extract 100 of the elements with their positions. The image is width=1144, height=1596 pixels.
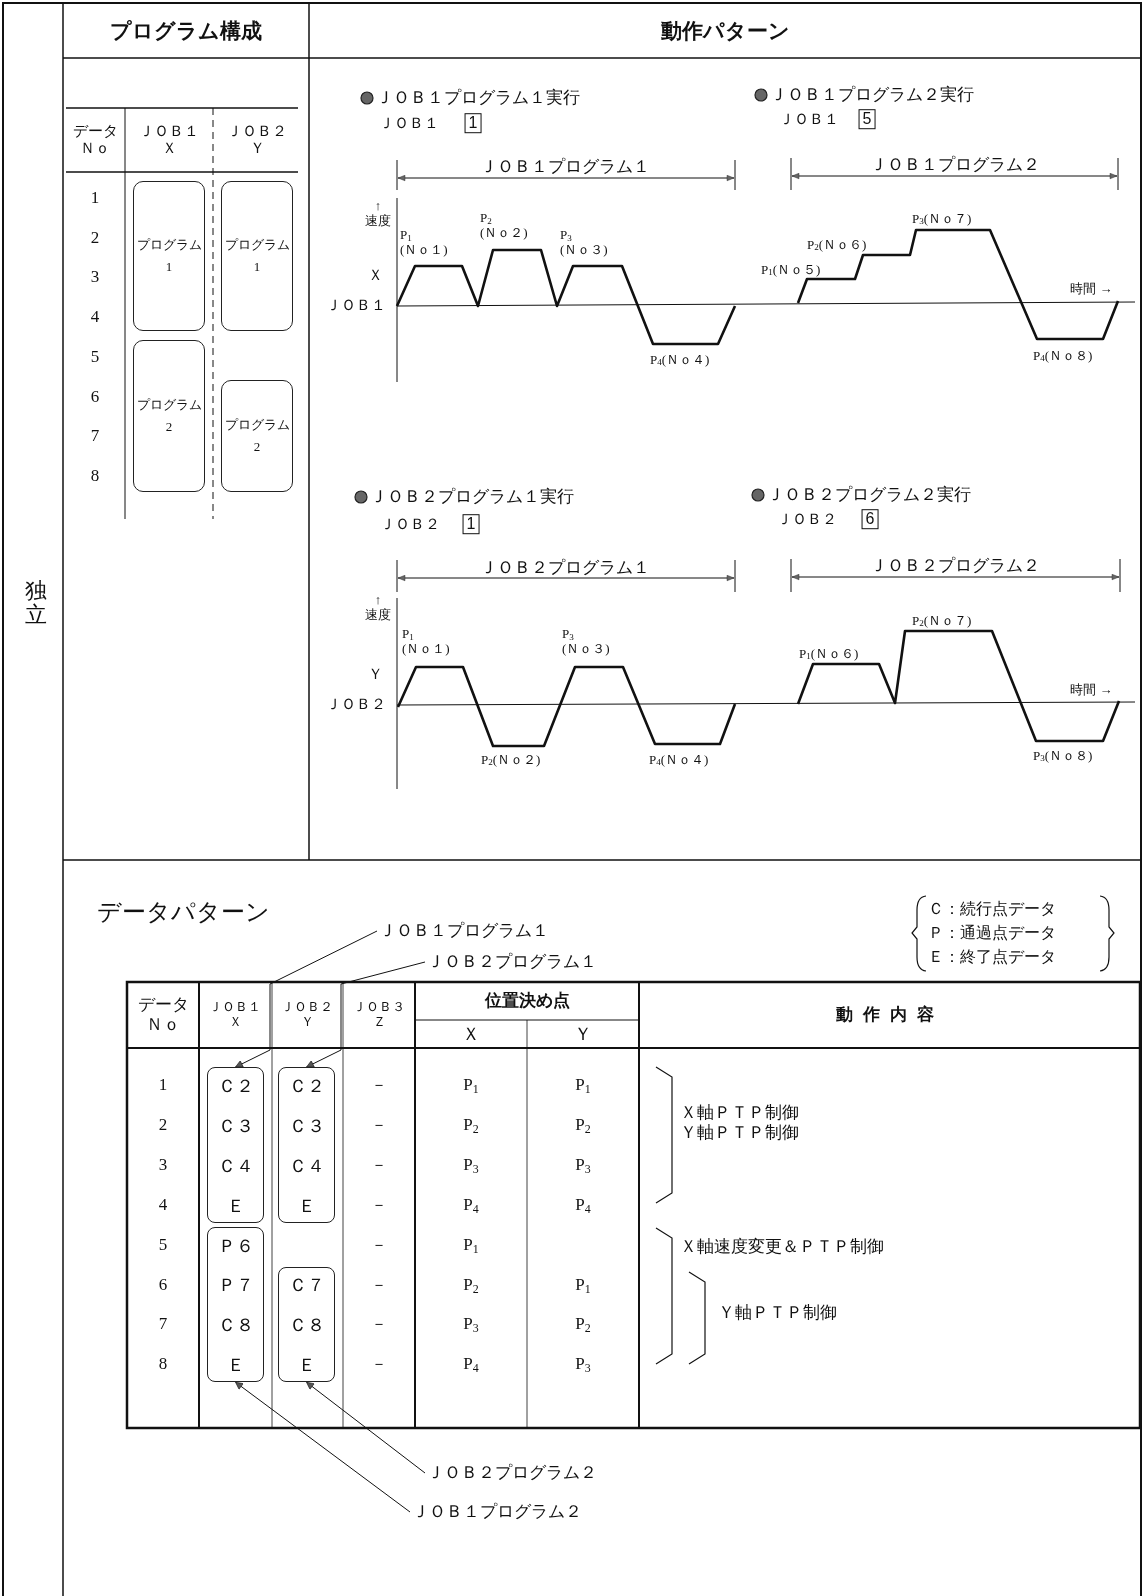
dimension-label: ＪＯＢ２プログラム１	[480, 558, 650, 578]
program-box	[221, 181, 293, 331]
data-group-box	[278, 1266, 335, 1383]
legend-note: Ｅ：終了点データ	[928, 947, 1056, 967]
table-cell-text: Ｅ	[297, 1354, 316, 1378]
table-cell: P$_{2}$	[463, 1115, 479, 1135]
box-label: プログラム1	[135, 235, 203, 276]
chart-title: ＪＯＢ１プログラム１実行	[376, 88, 580, 108]
leader-line	[306, 961, 426, 1068]
table-header: ＪＯＢ２Ｙ	[280, 1000, 334, 1030]
leader-line	[235, 930, 378, 1068]
table-cell-text: Ｃ３	[217, 1114, 254, 1138]
row-number: 7	[90, 426, 100, 446]
table-cell: －	[371, 1235, 387, 1254]
table-cell: －	[371, 1075, 387, 1095]
row-number: 2	[158, 1115, 168, 1135]
table-header: ＪＯＢ１Ｘ	[208, 1000, 262, 1030]
point-label: P$_{3}$(Ｎｏ８)	[1033, 748, 1093, 764]
axis-label: ＪＯＢ１	[326, 297, 386, 315]
job-label: ＪＯＢ１	[779, 111, 839, 129]
dimension-label: ＪＯＢ１プログラム１	[480, 157, 650, 177]
row-number: 5	[90, 347, 100, 367]
leader-line	[235, 1381, 411, 1513]
table-cell: P$_{3}$	[575, 1155, 591, 1175]
point-label: P$_{3}$ (Ｎｏ３)	[560, 228, 609, 258]
axis-label: ↑ 速度	[364, 199, 392, 229]
row-number: 3	[90, 267, 100, 288]
table-cell: P$_{4}$	[463, 1194, 479, 1215]
row-number: 3	[158, 1155, 168, 1175]
point-label: P$_{2}$(Ｎｏ７)	[912, 613, 972, 629]
program-box	[133, 340, 205, 492]
data-group-box	[207, 1226, 264, 1383]
description: Ｘ軸ＰＴＰ制御Ｙ軸ＰＴＰ制御	[680, 1103, 800, 1143]
row-number: 2	[90, 227, 100, 248]
dimension-label: ＪＯＢ１プログラム２	[870, 155, 1040, 175]
table-cell-text: Ｃ７	[288, 1274, 325, 1298]
leader-label: ＪＯＢ１プログラム２	[412, 1501, 582, 1523]
box-label: プログラム2	[135, 395, 203, 436]
table-cell: －	[371, 1355, 387, 1374]
row-number: 8	[90, 466, 100, 486]
table-cell: P$_{2}$	[463, 1274, 479, 1295]
table-cell: －	[371, 1115, 387, 1135]
point-label: P$_{1}$ (Ｎｏ１)	[400, 228, 449, 258]
description: Ｙ軸ＰＴＰ制御	[718, 1303, 837, 1323]
point-label: P$_{2}$(Ｎｏ６)	[807, 237, 867, 253]
axis-label: ↑ 速度	[364, 593, 392, 623]
data-group-box	[207, 1067, 264, 1223]
table-cell-text: Ｃ８	[288, 1314, 325, 1338]
table-cell: P$_{3}$	[463, 1155, 479, 1175]
table-cell-text: Ｅ	[226, 1354, 245, 1378]
table-cell: －	[371, 1275, 387, 1294]
axis-label: Ｙ	[367, 666, 383, 684]
section-heading: データパターン	[97, 898, 270, 926]
legend-note: Ｐ：通過点データ	[928, 923, 1056, 943]
point-label: P$_{1}$(Ｎｏ５)	[761, 262, 821, 278]
table-cell-text: Ｃ２	[217, 1075, 254, 1098]
leader-line	[306, 1381, 426, 1474]
table-cell-text: Ｃ４	[217, 1154, 254, 1178]
data-group-box	[278, 1067, 335, 1223]
row-number: 6	[90, 386, 100, 407]
table-header: ＪＯＢ３Ｚ	[352, 1000, 406, 1030]
description: Ｘ軸速度変更＆ＰＴＰ制御	[680, 1237, 884, 1257]
point-label: P$_{3}$(Ｎｏ７)	[912, 211, 972, 227]
row-number: 1	[90, 188, 100, 208]
table-header: Ｙ	[574, 1023, 592, 1045]
table-cell-text: Ｅ	[297, 1194, 316, 1218]
column-heading: 動作パターン	[660, 18, 790, 44]
table-header: Ｘ	[462, 1023, 480, 1045]
dimension-label: ＪＯＢ２プログラム２	[870, 556, 1040, 576]
table-cell-text: Ｃ２	[288, 1075, 325, 1098]
table-header: データＮｏ	[136, 995, 190, 1035]
point-label: P$_{3}$ (Ｎｏ３)	[562, 627, 611, 657]
axis-label: 時間 →	[1070, 281, 1113, 297]
table-cell: －	[371, 1315, 387, 1334]
table-cell-text: Ｐ６	[217, 1234, 254, 1258]
row-number: 4	[90, 307, 100, 327]
axis-label: ＪＯＢ２	[326, 696, 386, 714]
table-cell: P$_{3}$	[463, 1314, 479, 1335]
box-label: プログラム2	[223, 415, 291, 456]
table-cell: P$_{1}$	[463, 1075, 479, 1095]
table-header: データＮｏ	[71, 122, 119, 158]
table-header: 位置決め点	[484, 991, 570, 1011]
leader-label: ＪＯＢ２プログラム１	[427, 951, 597, 973]
axis-label: 時間 →	[1070, 682, 1113, 698]
point-label: P$_{4}$(Ｎｏ４)	[650, 352, 710, 368]
table-cell: P$_{4}$	[575, 1194, 591, 1215]
chart-title: ＪＯＢ１プログラム２実行	[770, 85, 974, 105]
table-cell: P$_{2}$	[575, 1115, 591, 1135]
row-number: 8	[158, 1354, 168, 1375]
table-cell-text: Ｃ３	[288, 1114, 325, 1138]
point-label: P$_{1}$ (Ｎｏ１)	[402, 627, 451, 657]
table-cell: －	[371, 1155, 387, 1174]
program-box	[221, 380, 293, 492]
job-label: ＪＯＢ２	[380, 516, 440, 534]
point-label: P$_{4}$(Ｎｏ８)	[1033, 348, 1093, 364]
leader-label: ＪＯＢ２プログラム２	[427, 1462, 597, 1484]
table-cell-text: Ｃ８	[217, 1314, 254, 1338]
table-cell-text: Ｅ	[226, 1194, 245, 1218]
table-cell-text: Ｐ７	[217, 1274, 254, 1298]
table-header: 動作内容	[835, 1005, 945, 1025]
